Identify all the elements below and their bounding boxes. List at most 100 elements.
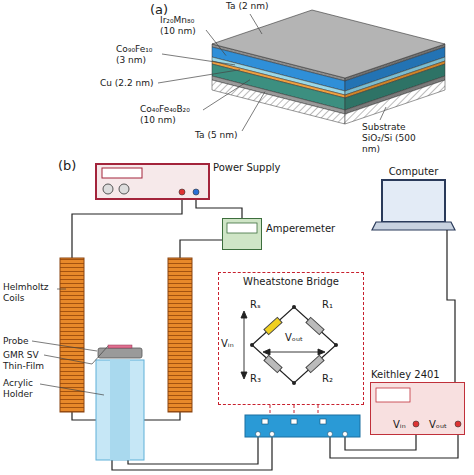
voltage-arrows [241, 311, 325, 379]
leader-line [158, 70, 240, 83]
label: Helmholtz Coils [3, 282, 56, 304]
layer-stack [212, 10, 445, 124]
dashed-link [270, 405, 271, 415]
terminal [455, 421, 461, 427]
acrylic-holder [96, 360, 144, 460]
knob [119, 184, 129, 194]
helmholtz-coil [60, 258, 84, 412]
label: Vᵢₙ [221, 338, 234, 350]
gmr-thin-film [108, 345, 132, 348]
label: Probe [3, 336, 29, 347]
terminal [193, 189, 199, 195]
wire [72, 200, 182, 258]
arrowhead [241, 372, 247, 379]
terminal [179, 189, 185, 195]
leader-lines [158, 14, 386, 131]
dashed-links [270, 405, 318, 415]
label: Ta (2 nm) [226, 1, 268, 12]
wire-connector [196, 200, 242, 218]
display [376, 388, 410, 402]
label: R₂ [322, 373, 333, 385]
dashed-link [318, 405, 319, 415]
junction-dot [334, 343, 338, 347]
laptop-base [372, 222, 455, 230]
label: Acrylic Holder [3, 378, 56, 400]
junction-dot [292, 381, 296, 385]
resistor-symbol [264, 355, 282, 372]
resistor-symbol [264, 317, 282, 334]
port [320, 419, 326, 424]
laptop-screen [382, 180, 445, 222]
terminal [328, 432, 333, 437]
resistor-symbol [306, 355, 324, 372]
leader-line [57, 289, 66, 290]
label: Co₉₀Fe₁₀ (3 nm) [116, 44, 164, 66]
junction-box [245, 415, 360, 437]
wire [180, 240, 222, 258]
terminal [256, 432, 261, 437]
power-supply: Power Supply [95, 163, 210, 200]
wire-connector [447, 230, 455, 382]
junction-terminals [256, 419, 348, 437]
terminal [343, 432, 348, 437]
label: R₃ [250, 373, 261, 385]
amperemeter: Amperemeter [222, 218, 262, 250]
junction-dot [250, 343, 254, 347]
vout-arrow [267, 352, 321, 353]
leader-line [203, 80, 250, 110]
label: Rₛ [250, 299, 261, 311]
node-text: Computer [372, 166, 455, 178]
leader-line [40, 384, 104, 395]
node-text: Keithley 2401 [371, 369, 440, 381]
leader-line [250, 14, 262, 34]
knob [103, 184, 113, 194]
port [262, 419, 268, 424]
node-text: Power Supply [213, 162, 281, 174]
label: Vₒᵤₜ [280, 332, 308, 344]
label: GMR SV Thin-Film [3, 350, 56, 372]
node-text: Vₒᵤₜ [429, 419, 447, 431]
helmholtz-coil [168, 258, 192, 412]
label: Substrate SiO₂/Si (500 nm) [362, 122, 422, 155]
bridge-wire [252, 307, 336, 383]
display [227, 223, 257, 233]
label: R₁ [322, 299, 333, 311]
arrowhead [318, 349, 325, 355]
wire [128, 437, 258, 464]
bridge-nodes [250, 305, 338, 385]
label: Ir₂₀Mn₈₀ (10 nm) [160, 15, 210, 37]
node-text: Vᵢₙ [393, 419, 406, 431]
leader-line [44, 346, 108, 364]
leader-line [242, 92, 265, 131]
port [291, 419, 297, 424]
leader-line [162, 54, 235, 65]
bridge-circuit [252, 307, 336, 383]
layer-face [345, 80, 445, 124]
keithley-body [370, 382, 465, 435]
dashed-link [294, 405, 295, 415]
resistor-symbol [306, 317, 324, 334]
junction-dot [292, 305, 296, 309]
label: (b) [58, 158, 76, 173]
keithley-2401: Keithley 2401VᵢₙVₒᵤₜ [370, 382, 465, 435]
leader-lines [32, 289, 108, 395]
label: Cu (2.2 nm) [100, 78, 154, 89]
power-supply-body [95, 163, 210, 200]
arrowhead [263, 349, 270, 355]
terminal [270, 432, 275, 437]
amperemeter-body [222, 218, 262, 250]
layer-top [212, 10, 445, 78]
computer: Computer [372, 180, 455, 230]
wheatstone-bridge: Wheatstone Bridge [218, 272, 364, 405]
label: (a) [150, 2, 168, 17]
leader-line [32, 341, 97, 351]
vin-arrow [244, 315, 245, 375]
terminal [413, 421, 419, 427]
layer-face [212, 80, 345, 124]
node-text: Wheatstone Bridge [219, 276, 363, 288]
node-text: Amperemeter [266, 223, 335, 235]
leader-line [206, 30, 226, 56]
label: Co₄₀Fe₄₀B₂₀ (10 nm) [140, 104, 204, 126]
